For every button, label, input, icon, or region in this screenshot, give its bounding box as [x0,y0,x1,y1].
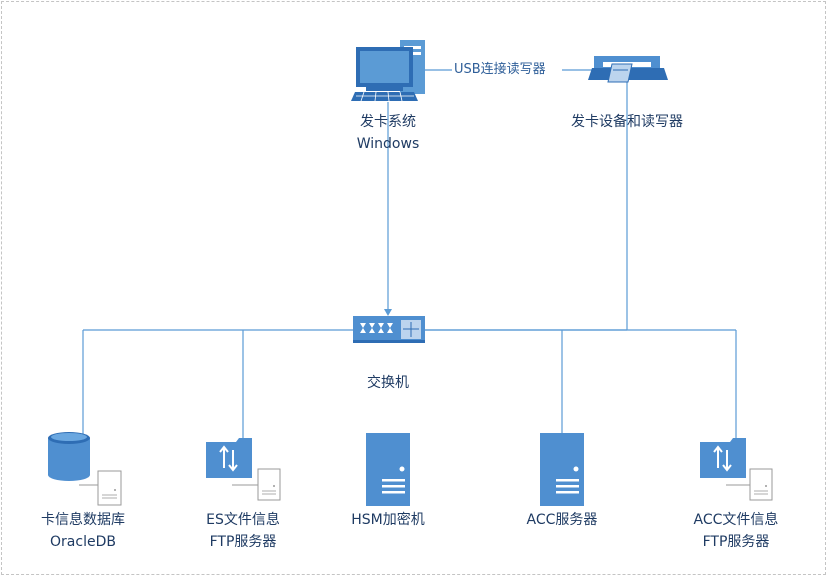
es-ftp-label-line2: FTP服务器 [209,534,277,550]
arrowhead [384,309,392,316]
pc-label-line2: Windows [356,136,420,152]
small-server-icon [79,470,122,506]
acc-ftp-label-line2: FTP服务器 [702,534,770,550]
switch-label: 交换机 [348,372,428,394]
hsm-label: HSM加密机 [328,509,448,531]
es-ftp-label-line1: ES文件信息 [206,512,280,528]
pc-label-line1: 发卡系统 [360,114,416,130]
acc-server-icon [540,433,584,506]
pc-icon [351,40,425,102]
acc-ftp-label: ACC文件信息 FTP服务器 [671,509,801,553]
switch-label-line1: 交换机 [367,375,409,391]
hsm-label-line1: HSM加密机 [351,512,425,528]
oracle-db-label: 卡信息数据库 OracleDB [23,509,143,553]
usb-connection-label: USB连接读写器 [452,62,548,78]
acc-server-label-line1: ACC服务器 [526,512,598,528]
card-writer-label-line1: 发卡设备和读写器 [571,114,683,130]
switch-icon [353,316,425,343]
ftp-folder-icon [206,438,252,478]
acc-server-label: ACC服务器 [502,509,622,531]
oracle-db-label-line1: 卡信息数据库 [41,512,125,528]
es-ftp-label: ES文件信息 FTP服务器 [183,509,303,553]
card-writer-icon [588,56,668,83]
hsm-server-icon [366,433,410,506]
card-writer-label: 发卡设备和读写器 [552,111,702,133]
small-server-icon [726,468,773,501]
pc-label: 发卡系统 Windows [338,111,438,155]
oracle-db-label-line2: OracleDB [50,534,116,550]
ftp-folder-icon [700,438,746,478]
database-icon [48,432,90,481]
acc-ftp-label-line1: ACC文件信息 [693,512,779,528]
small-server-icon [232,468,281,501]
